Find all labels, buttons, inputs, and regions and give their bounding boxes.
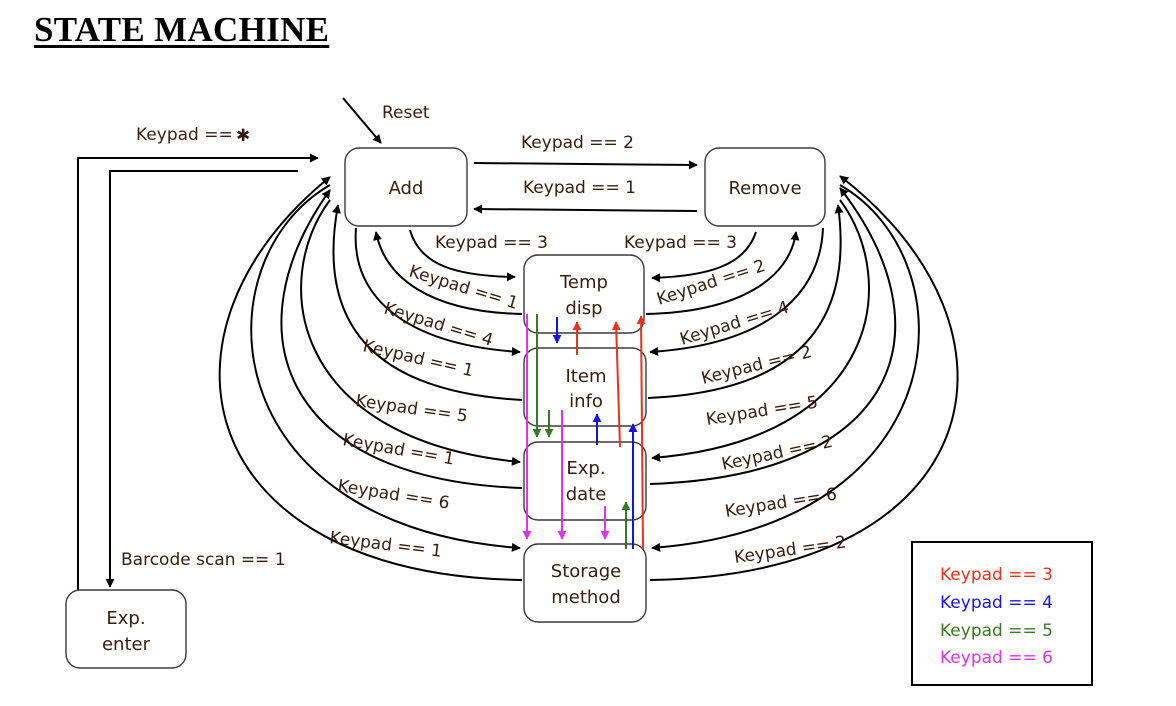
legend-item-keypad-6: Keypad == 6 <box>940 648 1053 668</box>
edge-item-to-add <box>332 204 523 401</box>
state-exp-enter-line1: Exp. <box>106 608 145 629</box>
state-remove: Remove <box>704 147 826 227</box>
state-add: Add <box>344 147 468 227</box>
legend-item-keypad-4: Keypad == 4 <box>940 593 1053 613</box>
edge-add-to-item <box>354 227 521 356</box>
label-remove-to-add: Keypad == 1 <box>523 178 636 198</box>
label-keypad-star: Keypad == <box>136 125 233 145</box>
edge-add-to-exp <box>300 199 521 466</box>
label-add-to-remove: Keypad == 2 <box>521 133 634 153</box>
label-barcode: Barcode scan == 1 <box>121 550 286 570</box>
edge-add-to-temp <box>409 229 516 282</box>
edge-remove-to-exp <box>651 199 870 462</box>
edge-storage-to-remove <box>649 175 959 581</box>
legend: Keypad == 3 Keypad == 4 Keypad == 5 Keyp… <box>911 541 1093 686</box>
edge-storage-to-temp-red <box>636 315 646 550</box>
edge-remove-to-item <box>649 227 824 356</box>
legend-item-keypad-5: Keypad == 5 <box>940 621 1053 641</box>
state-item-info-line1: Item <box>566 366 607 387</box>
edge-temp-to-add <box>373 231 523 315</box>
label-exp-to-remove: Keypad == 2 <box>720 432 835 475</box>
star-icon: ✱ <box>236 126 250 146</box>
edge-storage-to-add <box>218 176 523 581</box>
label-add-to-exp: Keypad == 5 <box>354 391 469 427</box>
label-reset: Reset <box>382 103 430 123</box>
edge-exp-to-remove <box>649 187 897 485</box>
state-add-label: Add <box>389 178 424 199</box>
label-remove-to-storage: Keypad == 6 <box>724 485 839 522</box>
state-item-info-line2: info <box>569 391 603 412</box>
state-storage-method: Storage method <box>523 543 647 623</box>
edge-exp-to-add <box>280 189 523 489</box>
colored-edges <box>522 314 646 550</box>
state-exp-enter: Exp. enter <box>65 589 187 669</box>
label-storage-to-add: Keypad == 1 <box>328 528 443 562</box>
edge-exp-to-temp-red <box>611 321 621 448</box>
state-temp-disp-line1: Temp <box>559 272 608 293</box>
page-title: STATE MACHINE <box>34 10 330 49</box>
state-storage-method-line1: Storage <box>551 561 621 582</box>
edge-reset <box>342 97 382 144</box>
label-remove-to-item: Keypad == 4 <box>678 298 792 350</box>
label-remove-to-temp: Keypad == 3 <box>624 233 737 253</box>
legend-item-keypad-3: Keypad == 3 <box>940 565 1053 585</box>
label-add-to-item: Keypad == 4 <box>382 299 496 351</box>
state-item-info: Item info <box>523 347 647 427</box>
edge-add-to-remove <box>473 160 698 170</box>
label-storage-to-remove: Keypad == 2 <box>733 532 848 568</box>
edge-remove-to-temp <box>651 231 757 283</box>
edge-star-to-add <box>77 153 319 590</box>
black-edges <box>77 97 959 590</box>
state-storage-method-line2: method <box>551 587 621 608</box>
state-exp-enter-line2: enter <box>102 634 151 655</box>
label-temp-to-add: Keypad == 1 <box>407 262 521 314</box>
edge-remove-to-add <box>473 204 698 214</box>
state-temp-disp-line2: disp <box>565 298 602 319</box>
edge-temp-to-remove <box>645 231 800 315</box>
label-temp-to-remove: Keypad == 2 <box>654 256 768 310</box>
state-exp-date-line1: Exp. <box>566 458 605 479</box>
label-add-to-temp: Keypad == 3 <box>435 233 548 253</box>
label-exp-to-add: Keypad == 1 <box>341 430 456 469</box>
state-remove-label: Remove <box>728 178 801 199</box>
edge-barcode <box>105 170 298 588</box>
state-temp-disp: Temp disp <box>523 254 645 334</box>
label-remove-to-exp: Keypad == 5 <box>705 393 820 430</box>
label-item-to-remove: Keypad == 2 <box>699 342 813 389</box>
edge-remove-to-storage <box>651 184 920 552</box>
state-exp-date-line2: date <box>566 484 607 505</box>
edge-item-to-remove <box>647 204 844 399</box>
state-exp-date: Exp. date <box>523 441 647 521</box>
edge-add-to-storage <box>250 184 521 552</box>
label-add-to-storage: Keypad == 6 <box>336 476 451 513</box>
